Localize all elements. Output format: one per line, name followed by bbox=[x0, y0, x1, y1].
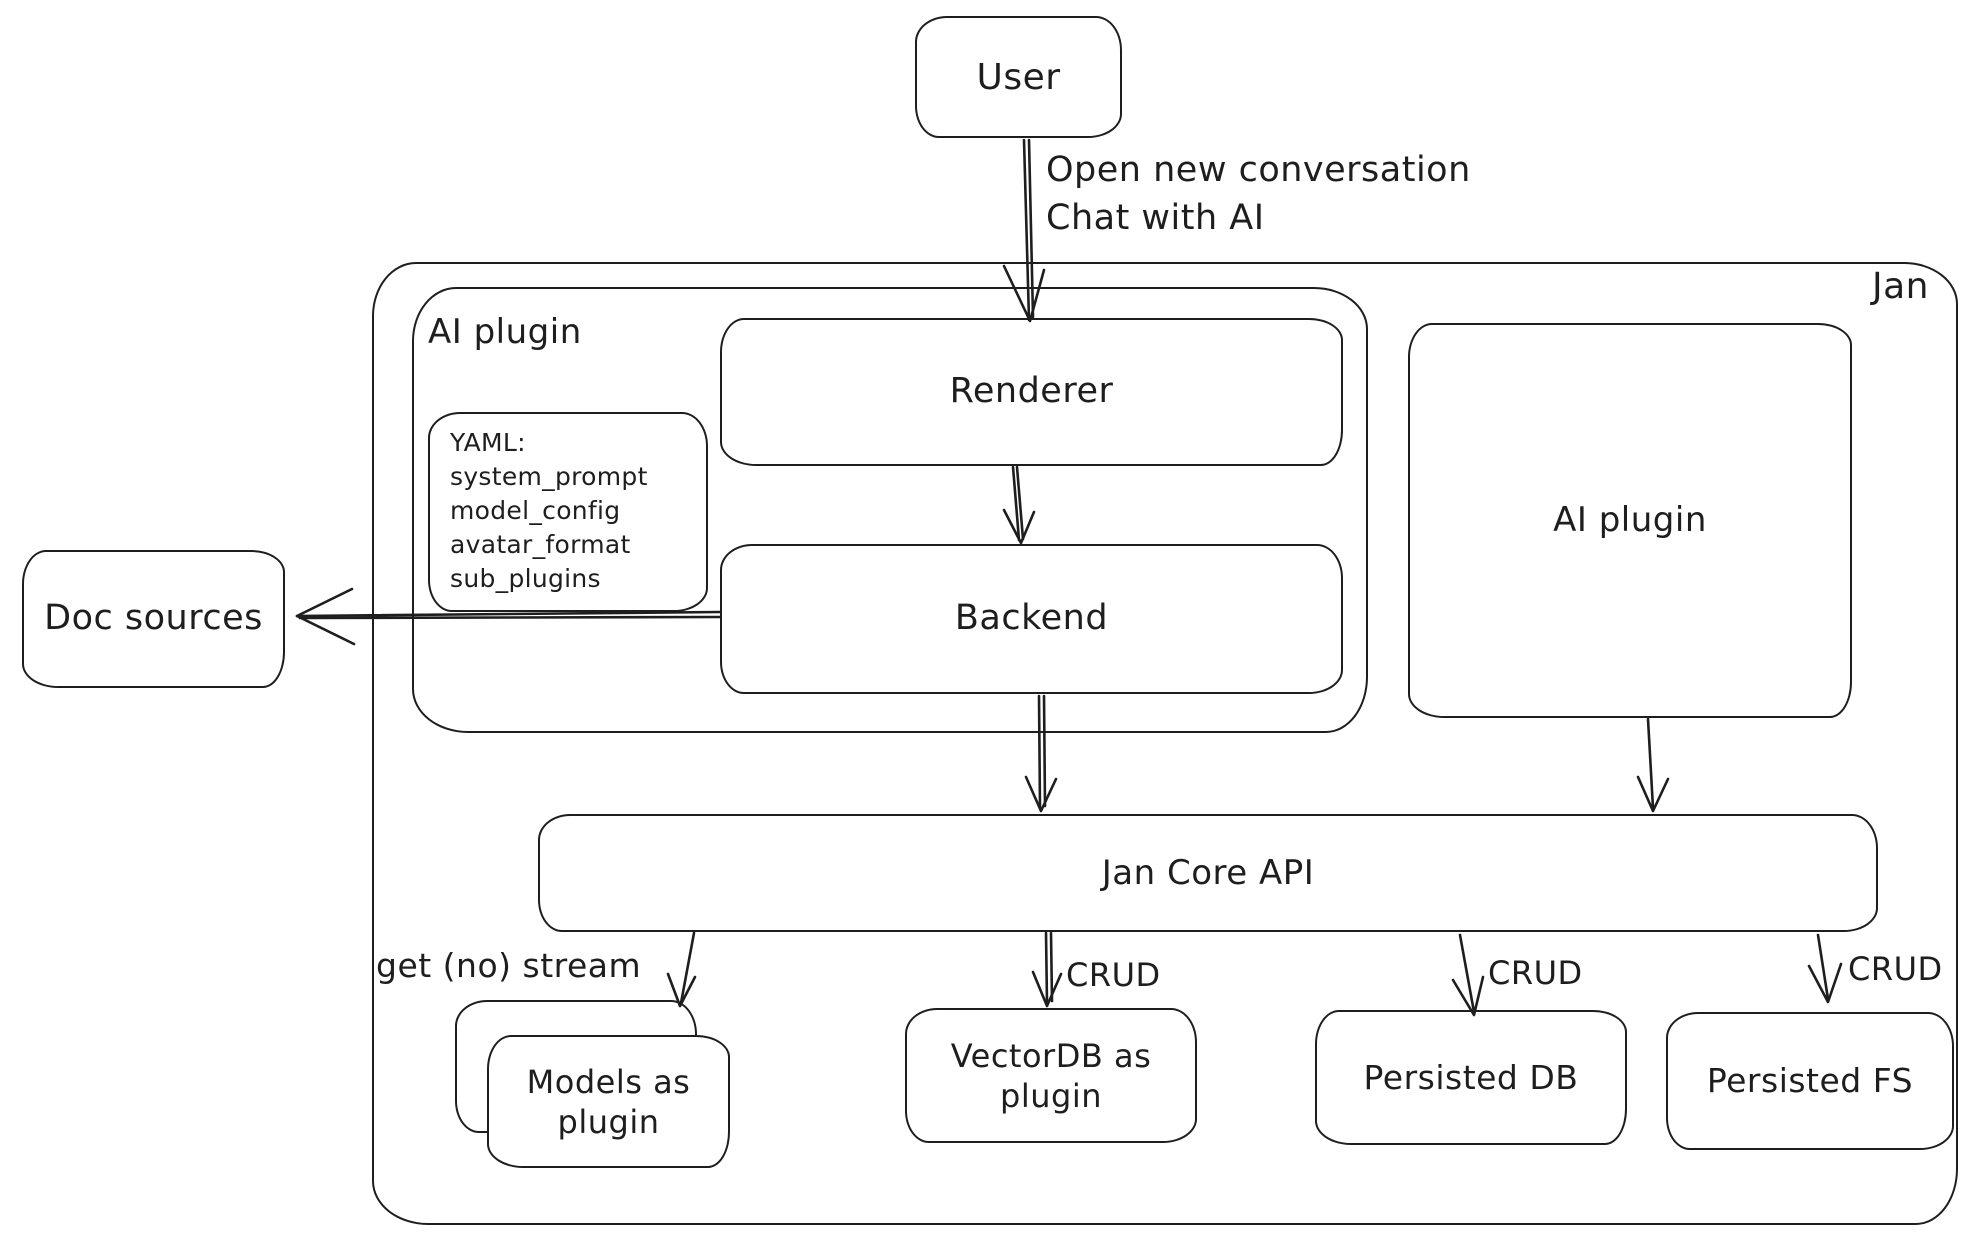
yaml-note-line: system_prompt bbox=[450, 462, 648, 491]
backend-node-label: Backend bbox=[954, 598, 1109, 639]
edge-label-crud-vectordb: CRUD bbox=[1066, 956, 1161, 994]
persisted-db-node-label: Persisted DB bbox=[1363, 1057, 1579, 1097]
yaml-note-line: YAML: bbox=[450, 428, 526, 457]
renderer-node-label: Renderer bbox=[949, 371, 1114, 412]
yaml-note-line: sub_plugins bbox=[450, 564, 601, 593]
persisted-db-node: Persisted DB bbox=[1315, 1010, 1627, 1145]
ai-plugin-container-label: AI plugin bbox=[428, 312, 582, 352]
yaml-note-line: avatar_format bbox=[450, 530, 631, 559]
doc-sources-node-label: Doc sources bbox=[44, 598, 263, 639]
user-node: User bbox=[915, 16, 1122, 138]
edge-label-crud-fs: CRUD bbox=[1848, 950, 1943, 988]
renderer-node: Renderer bbox=[720, 318, 1343, 466]
jan-core-api-node: Jan Core API bbox=[538, 814, 1878, 932]
ai-plugin-container bbox=[412, 287, 1368, 733]
vectordb-node: VectorDB as plugin bbox=[905, 1008, 1197, 1143]
models-as-plugin-node: Models as plugin bbox=[487, 1035, 730, 1168]
persisted-fs-node-label: Persisted FS bbox=[1706, 1061, 1914, 1101]
ai-plugin-node: AI plugin bbox=[1408, 323, 1852, 718]
persisted-fs-node: Persisted FS bbox=[1666, 1012, 1954, 1150]
models-as-plugin-node-label: Models as plugin bbox=[526, 1062, 691, 1141]
doc-sources-node: Doc sources bbox=[22, 550, 285, 688]
edge-label-crud-db: CRUD bbox=[1488, 954, 1583, 992]
edge-label-get-no-stream: get (no) stream bbox=[376, 946, 642, 985]
jan-container-label: Jan bbox=[1872, 266, 1929, 307]
ai-plugin-node-label: AI plugin bbox=[1553, 500, 1707, 541]
edge-label-open-new-conversation: Open new conversation bbox=[1046, 150, 1471, 190]
jan-container bbox=[372, 262, 1958, 1225]
vectordb-node-label: VectorDB as plugin bbox=[950, 1036, 1152, 1115]
user-node-label: User bbox=[976, 56, 1061, 98]
yaml-note: YAML: system_prompt model_config avatar_… bbox=[428, 412, 708, 612]
edge-label-chat-with-ai: Chat with AI bbox=[1046, 198, 1265, 238]
yaml-note-line: model_config bbox=[450, 496, 621, 525]
yaml-note-text: YAML: system_prompt model_config avatar_… bbox=[450, 426, 648, 596]
jan-core-api-node-label: Jan Core API bbox=[1101, 852, 1315, 893]
backend-node: Backend bbox=[720, 544, 1343, 694]
